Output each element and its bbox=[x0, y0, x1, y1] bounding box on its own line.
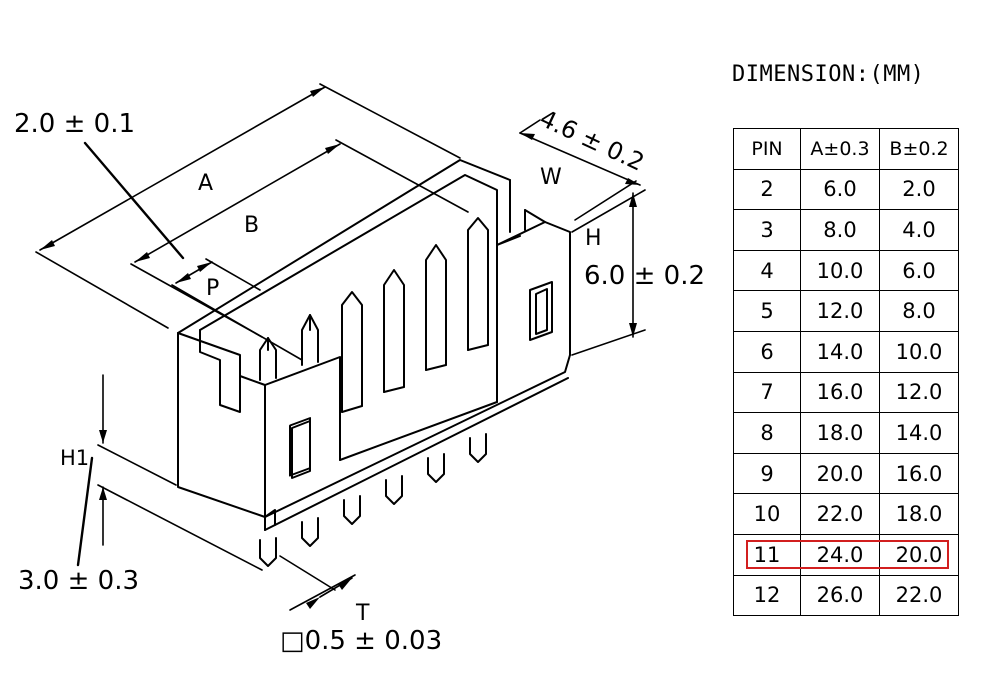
dim-a-cell: 26.0 bbox=[800, 574, 880, 617]
pin-count-cell: 11 bbox=[733, 533, 801, 576]
dim-b-cell: 6.0 bbox=[879, 249, 959, 292]
dim-w-label: W bbox=[540, 165, 562, 190]
dim-b-cell: 22.0 bbox=[879, 574, 959, 617]
dim-b-cell: 18.0 bbox=[879, 493, 959, 535]
dim-h-label: H bbox=[585, 226, 602, 251]
dim-a-cell: 20.0 bbox=[800, 452, 880, 495]
dim-h1-label: H1 bbox=[60, 446, 89, 470]
dim-a-cell: 12.0 bbox=[800, 290, 880, 332]
pin-count-cell: 3 bbox=[733, 209, 801, 251]
header-a: A±0.3 bbox=[800, 128, 880, 170]
dimension-arrows bbox=[40, 87, 640, 609]
pitch-tolerance-label: 2.0 ± 0.1 bbox=[14, 109, 135, 139]
pin-count-cell: 5 bbox=[733, 290, 801, 332]
h1-tolerance-label: 3.0 ± 0.3 bbox=[18, 566, 139, 596]
dimension-labels: 2.0 ± 0.1 A B P 4.6 ± 0.2 W H 6.0 ± 0.2 … bbox=[14, 104, 705, 656]
pin-count-cell: 7 bbox=[733, 371, 801, 414]
dim-a-cell: 10.0 bbox=[800, 249, 880, 292]
pin-count-cell: 2 bbox=[733, 168, 801, 211]
dim-a-cell: 14.0 bbox=[800, 330, 880, 373]
dimension-table-title: DIMENSION:(MM) bbox=[732, 62, 925, 87]
dim-b-cell: 8.0 bbox=[879, 290, 959, 332]
dimension-lines bbox=[35, 83, 646, 611]
dim-a-cell: 22.0 bbox=[800, 493, 880, 535]
dim-a-label: A bbox=[198, 171, 213, 196]
upper-pins bbox=[259, 217, 489, 413]
dim-b-cell: 2.0 bbox=[879, 168, 959, 211]
connector-housing bbox=[177, 159, 571, 531]
header-pin: PIN bbox=[733, 128, 801, 170]
pin-count-cell: 9 bbox=[733, 452, 801, 495]
dim-b-cell: 12.0 bbox=[879, 371, 959, 414]
pin-count-cell: 4 bbox=[733, 249, 801, 292]
dim-b-label: B bbox=[244, 213, 259, 238]
lower-pins bbox=[259, 433, 487, 567]
dim-a-cell: 8.0 bbox=[800, 209, 880, 251]
pin-count-cell: 12 bbox=[733, 574, 801, 617]
pin-size-tolerance-label: □0.5 ± 0.03 bbox=[280, 626, 442, 656]
pin-count-cell: 10 bbox=[733, 493, 801, 535]
dim-b-cell: 16.0 bbox=[879, 452, 959, 495]
dim-b-cell: 10.0 bbox=[879, 330, 959, 373]
table-header-row: PIN A±0.3 B±0.2 bbox=[733, 128, 959, 170]
dim-p-label: P bbox=[206, 276, 219, 301]
dim-t-label: T bbox=[355, 601, 370, 626]
dim-a-cell: 18.0 bbox=[800, 412, 880, 454]
dim-b-cell: 20.0 bbox=[879, 533, 959, 576]
header-b: B±0.2 bbox=[879, 128, 959, 170]
dim-a-cell: 16.0 bbox=[800, 371, 880, 414]
dim-b-cell: 14.0 bbox=[879, 412, 959, 454]
dim-b-cell: 4.0 bbox=[879, 209, 959, 251]
dim-a-cell: 6.0 bbox=[800, 168, 880, 211]
pin-count-cell: 6 bbox=[733, 330, 801, 373]
pin-count-cell: 8 bbox=[733, 412, 801, 454]
dim-a-cell: 24.0 bbox=[800, 533, 880, 576]
height-tolerance-label: 6.0 ± 0.2 bbox=[584, 261, 705, 291]
connector-drawing: 2.0 ± 0.1 A B P 4.6 ± 0.2 W H 6.0 ± 0.2 … bbox=[14, 83, 705, 656]
